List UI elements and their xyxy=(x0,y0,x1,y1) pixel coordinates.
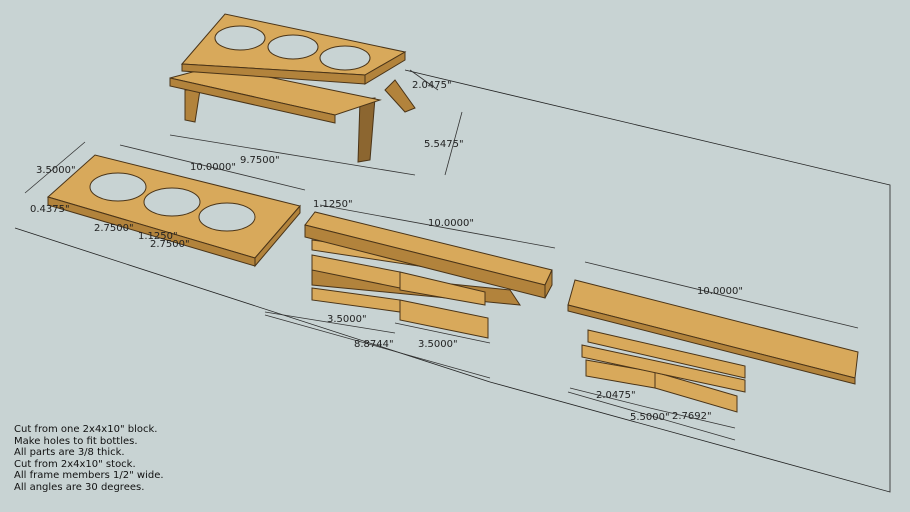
guide-lines xyxy=(14,69,891,493)
note-line: Make holes to fit bottles. xyxy=(14,435,138,447)
dim-label: 2.0475" xyxy=(412,80,452,91)
dim-label: 1.1250" xyxy=(138,231,178,242)
bench-frame-pieces xyxy=(264,204,556,379)
note-line: All frame members 1/2" wide. xyxy=(14,470,164,482)
dim-label: 10.0000" xyxy=(190,162,236,173)
dim-label: 2.0475" xyxy=(596,390,636,401)
note-line: All parts are 3/8 thick. xyxy=(14,447,125,459)
dim-label: 8.8744" xyxy=(354,339,394,350)
dim-label: 9.7500" xyxy=(240,155,280,166)
dim-label: 5.5000" xyxy=(630,412,670,423)
dim-label: 2.7692" xyxy=(672,411,712,422)
dim-label: 3.5000" xyxy=(36,165,76,176)
notes-text: Cut from one 2x4x10" block. Make holes t… xyxy=(14,424,164,494)
dim-label: 1.1250" xyxy=(313,199,353,210)
dim-label: 3.5000" xyxy=(418,339,458,350)
dim-label: 3.5000" xyxy=(327,314,367,325)
dim-label: 10.0000" xyxy=(697,286,743,297)
table-top-piece xyxy=(24,141,306,268)
assembled-table xyxy=(169,13,416,163)
dim-label: 0.4375" xyxy=(30,204,70,215)
note-line: Cut from one 2x4x10" block. xyxy=(14,424,158,435)
dim-label: 2.7500" xyxy=(94,223,134,234)
note-line: Cut from 2x4x10" stock. xyxy=(14,458,136,470)
dimension-lines-assembled xyxy=(169,69,463,176)
dim-label: 2.7500" xyxy=(150,239,190,250)
dim-label: 10.0000" xyxy=(428,218,474,229)
dim-label: 5.5475" xyxy=(424,139,464,150)
seat-and-braces xyxy=(567,261,859,441)
note-line: All angles are 30 degrees. xyxy=(14,481,145,493)
